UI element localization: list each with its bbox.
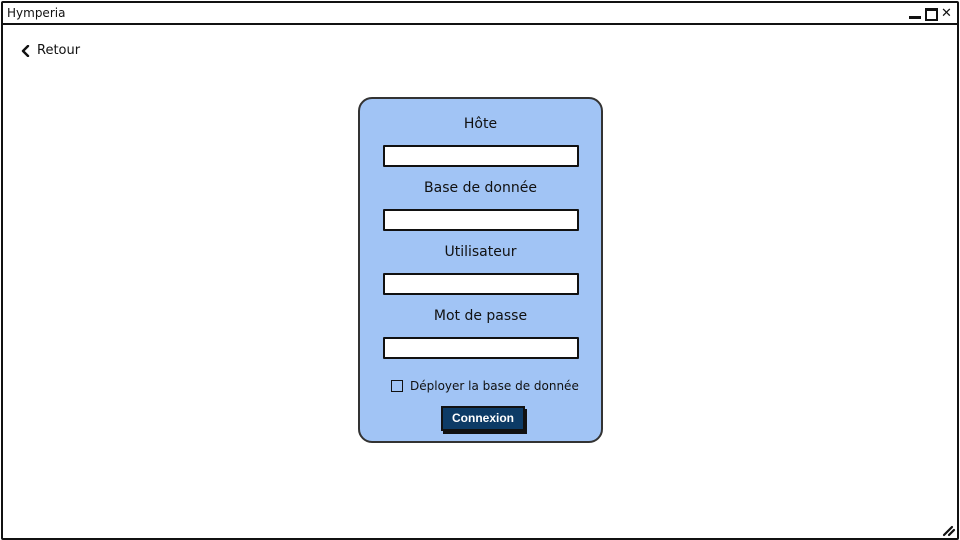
deploy-database-checkbox[interactable] bbox=[391, 380, 403, 392]
password-label: Mot de passe bbox=[433, 308, 528, 324]
connect-button[interactable]: Connexion bbox=[441, 406, 525, 431]
host-input[interactable] bbox=[383, 145, 579, 167]
host-label: Hôte bbox=[463, 116, 498, 132]
window-title: Hymperia bbox=[7, 6, 66, 20]
minimize-icon[interactable] bbox=[908, 7, 921, 20]
back-button[interactable]: Retour bbox=[21, 43, 80, 58]
database-input[interactable] bbox=[383, 209, 579, 231]
chevron-left-icon bbox=[21, 44, 30, 57]
maximize-icon[interactable] bbox=[924, 7, 938, 21]
user-input[interactable] bbox=[383, 273, 579, 295]
database-label: Base de donnée bbox=[424, 180, 537, 196]
close-icon[interactable]: ✕ bbox=[941, 5, 952, 21]
title-bar: Hymperia ✕ bbox=[3, 3, 957, 25]
user-label: Utilisateur bbox=[444, 244, 517, 260]
connection-form: Hôte Base de donnée Utilisateur Mot de p… bbox=[358, 97, 603, 443]
window-controls: ✕ bbox=[908, 5, 953, 21]
deploy-database-label: Déployer la base de donnée bbox=[410, 379, 579, 393]
resize-grip-icon[interactable] bbox=[942, 525, 956, 537]
deploy-database-option[interactable]: Déployer la base de donnée bbox=[391, 379, 579, 393]
back-label: Retour bbox=[37, 43, 81, 58]
password-input[interactable] bbox=[383, 337, 579, 359]
